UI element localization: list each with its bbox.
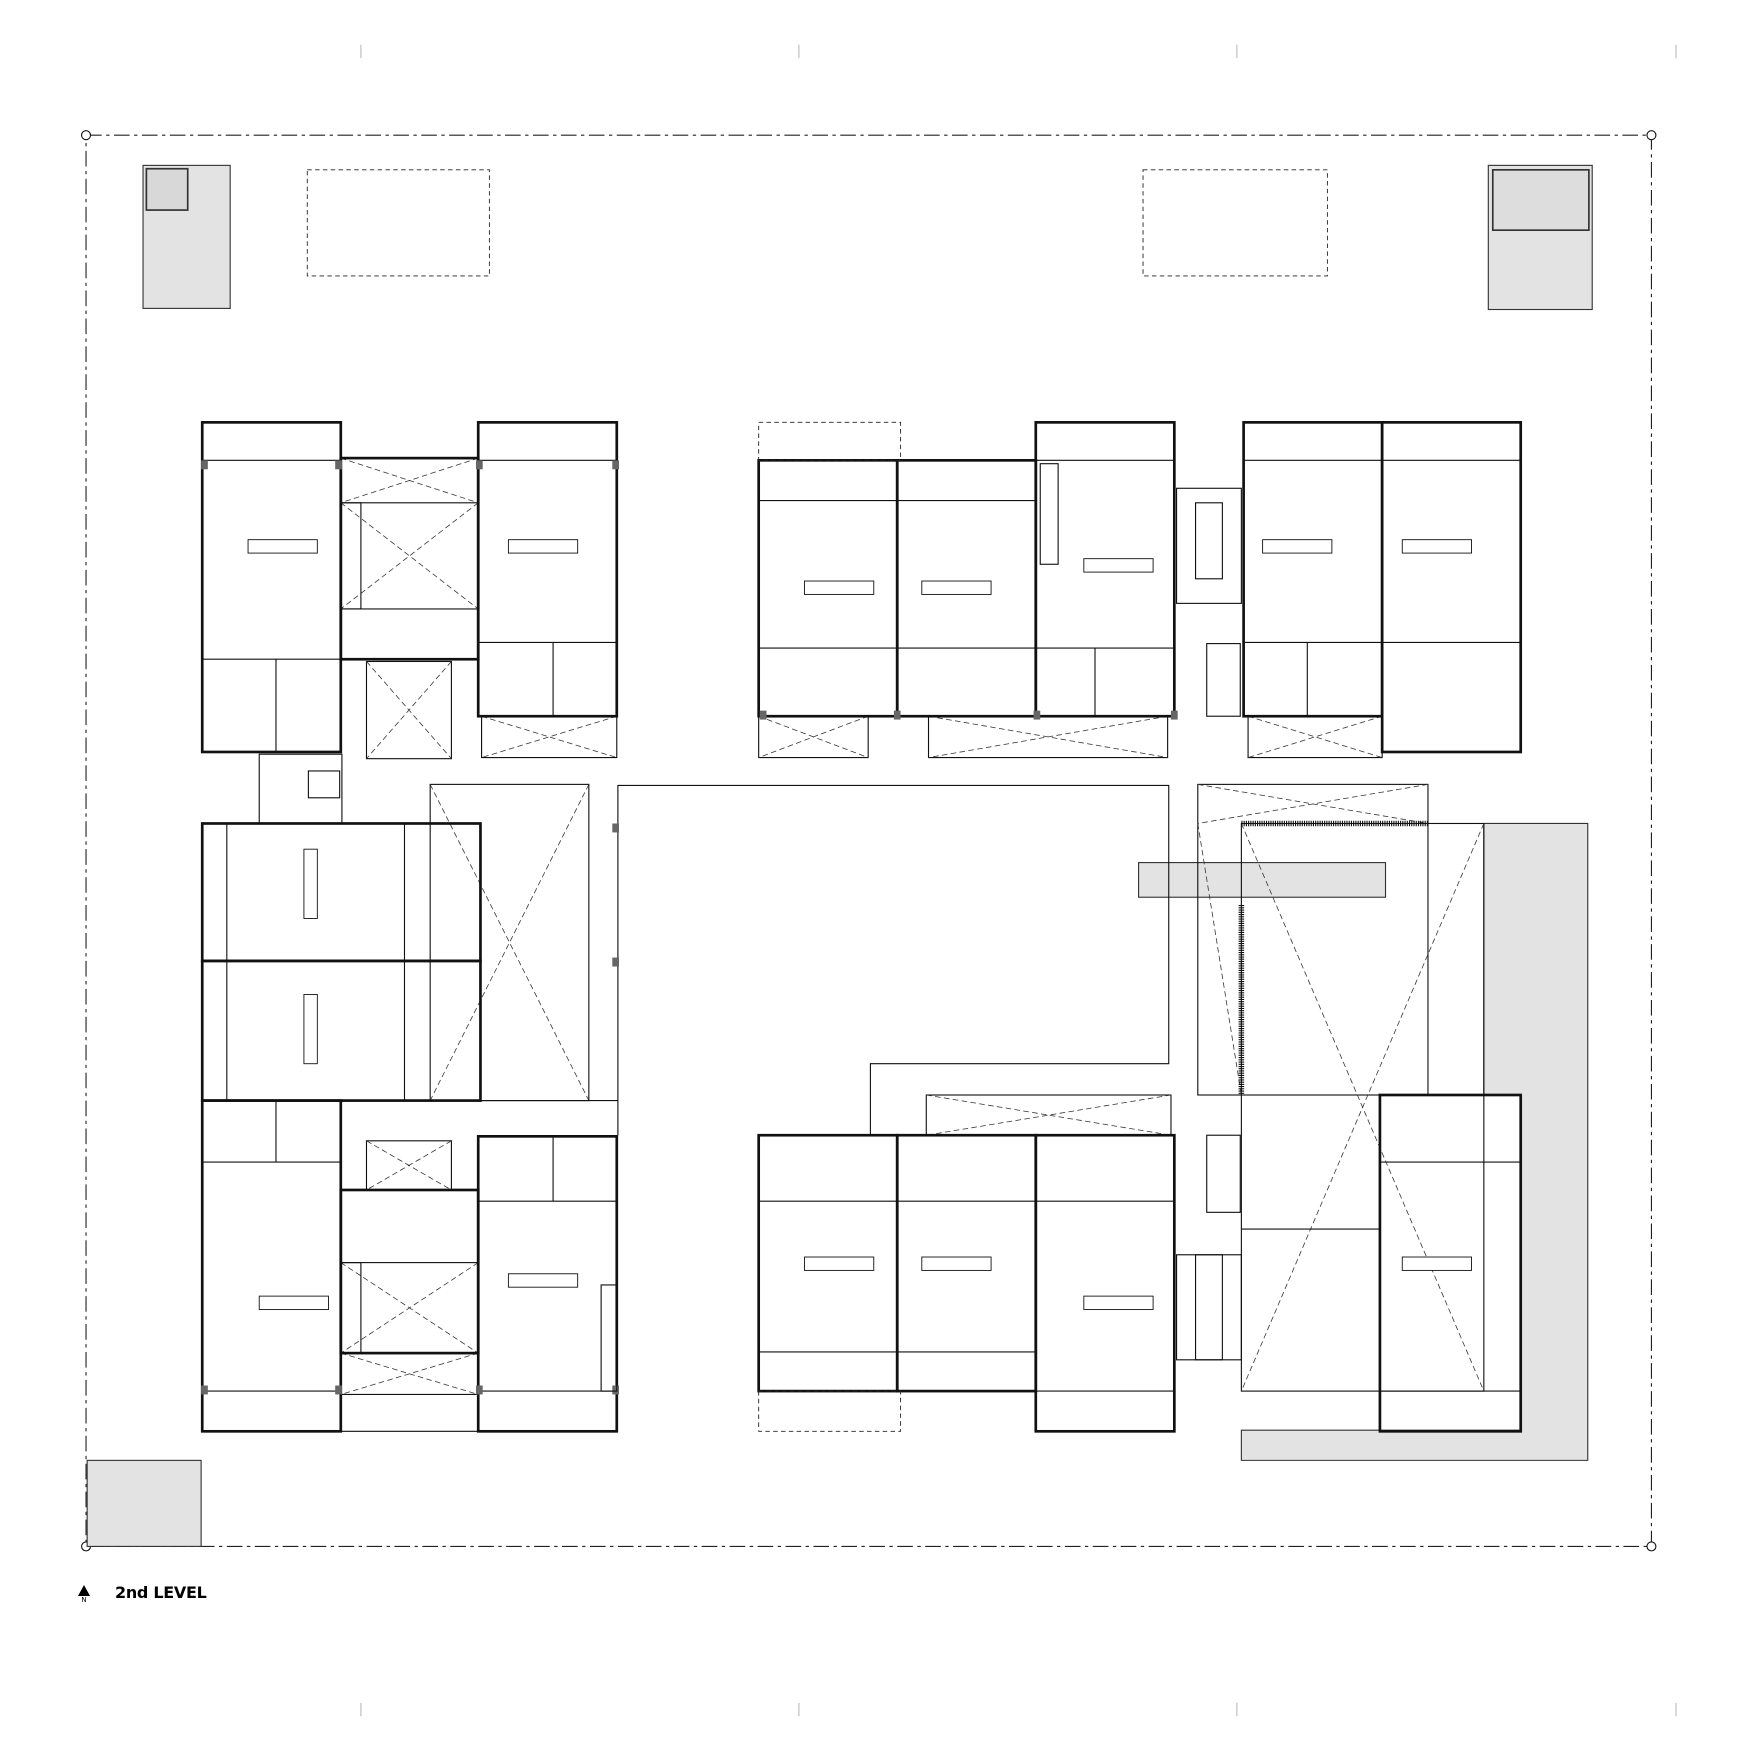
apartment-units [200, 421, 1523, 1433]
north-label: N [81, 1596, 87, 1604]
corridor [480, 784, 1428, 1230]
property-boundary [81, 130, 1657, 1552]
voids [340, 457, 1485, 1396]
sheet-ticks [360, 44, 1677, 1717]
north-arrow-icon [78, 1585, 90, 1596]
plan-title: 2nd LEVEL [115, 1583, 207, 1602]
site-elements [86, 164, 1593, 1547]
north-arrow: N [77, 1585, 91, 1605]
